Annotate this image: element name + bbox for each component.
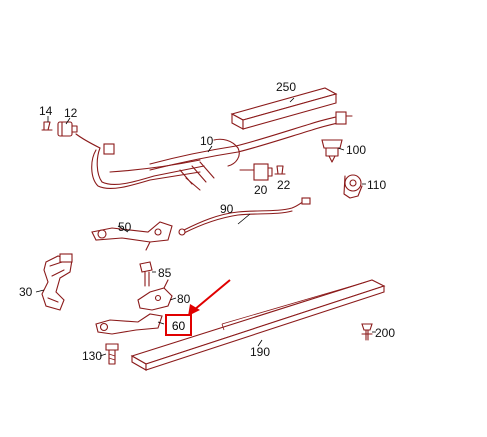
callout-200: 200 bbox=[375, 326, 396, 340]
highlighted-callout-box[interactable]: 60 bbox=[165, 314, 192, 336]
part-20-connector[interactable] bbox=[239, 163, 273, 181]
callout-110: 110 bbox=[367, 178, 387, 192]
callout-22: 22 bbox=[277, 178, 291, 192]
callout-100: 100 bbox=[346, 143, 367, 157]
part-200-clip[interactable] bbox=[361, 323, 373, 341]
part-60-lever[interactable] bbox=[95, 313, 163, 335]
callout-250: 250 bbox=[276, 80, 297, 94]
callout-14: 14 bbox=[39, 104, 53, 118]
callout-85: 85 bbox=[158, 266, 172, 280]
callout-20: 20 bbox=[254, 183, 268, 197]
highlight-arrow bbox=[188, 279, 231, 316]
callout-30: 30 bbox=[19, 285, 33, 299]
callout-12: 12 bbox=[64, 106, 78, 120]
part-50-lever[interactable] bbox=[91, 221, 173, 251]
callout-60: 60 bbox=[171, 319, 186, 333]
callout-130: 130 bbox=[82, 349, 103, 363]
part-22-clip[interactable] bbox=[274, 165, 286, 175]
part-85-bolt[interactable] bbox=[139, 261, 153, 287]
callout-190: 190 bbox=[250, 345, 271, 359]
part-100-push-clip[interactable] bbox=[321, 139, 343, 163]
callout-50: 50 bbox=[118, 220, 132, 234]
part-190-sill-trim[interactable] bbox=[130, 279, 386, 371]
part-130-screw[interactable] bbox=[105, 343, 119, 365]
part-80-bracket[interactable] bbox=[137, 279, 173, 311]
callout-90: 90 bbox=[220, 202, 234, 216]
callout-80: 80 bbox=[177, 292, 191, 306]
part-14-clip[interactable] bbox=[41, 121, 53, 131]
callout-10: 10 bbox=[200, 134, 214, 148]
part-250-bar[interactable] bbox=[230, 87, 338, 130]
leader-lines bbox=[35, 97, 376, 357]
part-12-grommet[interactable] bbox=[57, 121, 78, 137]
part-30-latch[interactable] bbox=[41, 253, 73, 311]
part-90-cable[interactable] bbox=[178, 197, 311, 236]
part-10-cable-harness[interactable] bbox=[75, 111, 353, 191]
part-110-bracket-clip[interactable] bbox=[343, 174, 363, 199]
